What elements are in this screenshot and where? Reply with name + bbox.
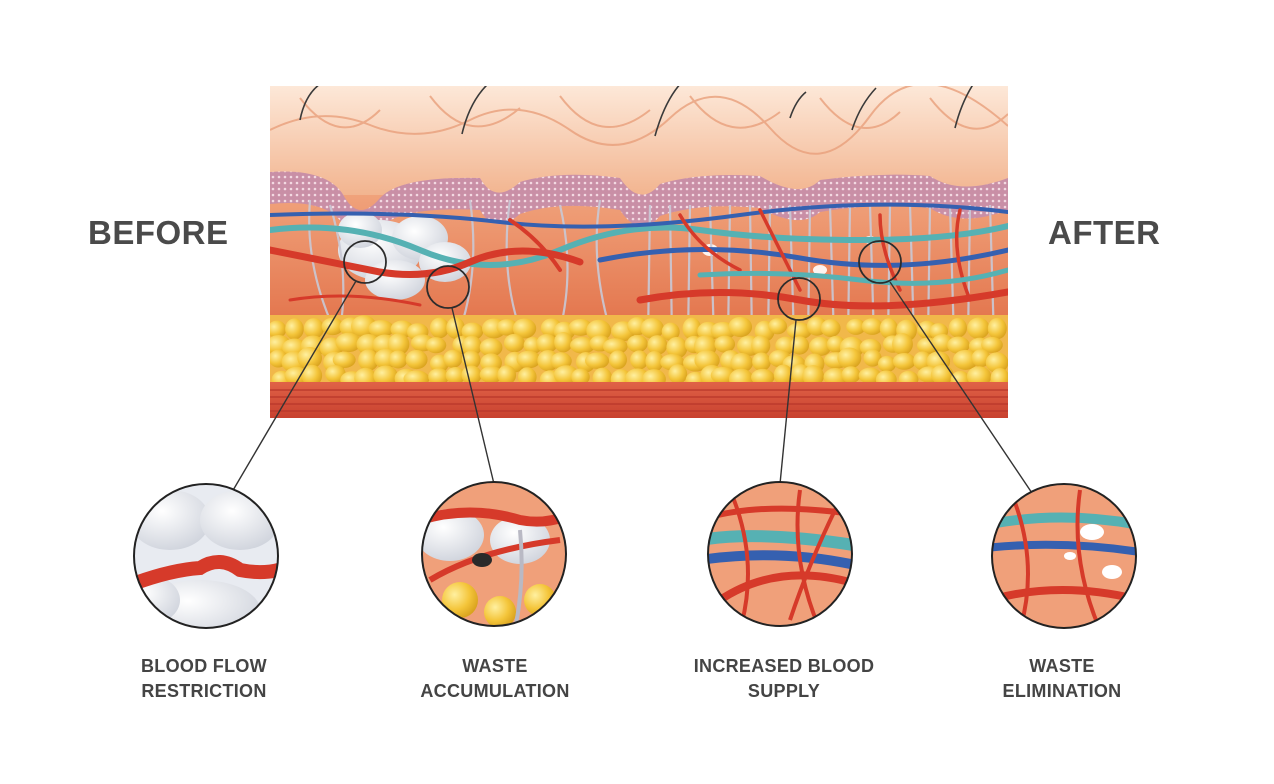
caption-line: ELIMINATION [1002, 681, 1122, 701]
hair-strands [299, 86, 974, 137]
fat-cells [270, 315, 1008, 390]
caption-increased-blood-supply: INCREASED BLOOD SUPPLY [654, 654, 914, 704]
leader-lines [231, 280, 1035, 497]
before-label: BEFORE [88, 214, 229, 251]
caption-line: SUPPLY [747, 681, 821, 701]
zoom-circle-waste-accumulation [421, 481, 567, 627]
callout-rings [343, 240, 902, 321]
caption-waste-elimination: WASTE ELIMINATION [932, 654, 1192, 704]
caption-line: WASTE [1029, 656, 1095, 676]
blood-vessels [270, 202, 1008, 310]
zoom-circle-waste-elimination [991, 483, 1137, 629]
zoom-circle-blood-flow-restriction [133, 483, 279, 629]
muscle-layer [270, 382, 1008, 418]
caption-line: ACCUMULATION [420, 681, 570, 701]
zoom-circle-increased-blood-supply [707, 481, 853, 627]
caption-line: WASTE [462, 656, 528, 676]
caption-waste-accumulation: WASTE ACCUMULATION [365, 654, 625, 704]
caption-blood-flow-restriction: BLOOD FLOW RESTRICTION [74, 654, 334, 704]
caption-line: INCREASED BLOOD [693, 656, 875, 676]
caption-line: RESTRICTION [141, 681, 267, 701]
basement-membrane [270, 171, 1008, 240]
skin-block [270, 86, 1008, 418]
caption-line: BLOOD FLOW [141, 656, 267, 676]
after-label: AFTER [1048, 214, 1161, 251]
